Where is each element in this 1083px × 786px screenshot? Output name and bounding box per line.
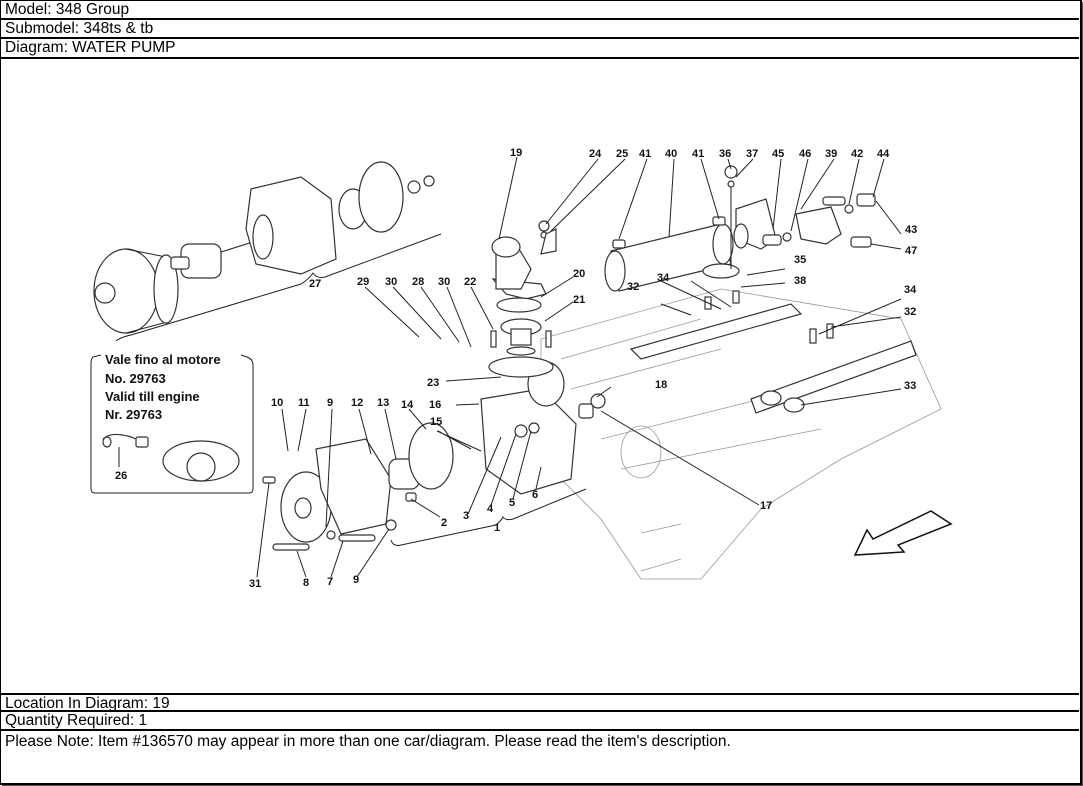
inset-note-line1: Vale fino al motore [105,352,221,367]
callout-11: 11 [298,397,310,409]
callout-9a: 9 [327,397,333,409]
callout-30a: 30 [385,276,397,288]
callout-15: 15 [430,416,442,428]
callout-6: 6 [532,489,538,501]
callout-14: 14 [401,399,414,411]
front-direction-arrow [853,510,953,556]
callout-39: 39 [825,148,837,160]
callout-27: 27 [309,278,321,290]
inset-note-line2: No. 29763 [105,371,166,386]
callout-labels: 19 24 25 41 40 41 36 37 45 46 39 42 44 4… [249,147,917,590]
callout-7: 7 [327,576,333,588]
callout-1: 1 [494,522,500,534]
inset-note-line3: Valid till engine [105,389,200,404]
quantity-row: Quantity Required: 1 [1,712,1079,731]
water-pump-exploded-view: 27 Vale fino al motore No. 29763 Valid t… [90,147,953,590]
callout-45: 45 [772,148,784,160]
location-row: Location In Diagram: 19 [1,693,1079,712]
callout-34a: 34 [657,272,670,284]
callout-47: 47 [905,245,917,257]
callout-21: 21 [573,294,585,306]
callout-36: 36 [719,148,731,160]
callout-16: 16 [429,399,441,411]
parts-diagram: 27 Vale fino al motore No. 29763 Valid t… [1,59,1079,693]
callout-31: 31 [249,578,261,590]
callout-8: 8 [303,577,309,589]
callout-24: 24 [589,148,602,160]
callout-5: 5 [509,497,515,509]
water-hose-and-manifold [604,165,876,292]
callout-25: 25 [616,148,628,160]
callout-26: 26 [115,470,127,482]
callout-37: 37 [746,148,758,160]
callout-18: 18 [655,379,667,391]
callout-9b: 9 [353,574,359,586]
callout-34b: 34 [904,284,917,296]
callout-33: 33 [904,380,916,392]
callout-35: 35 [794,254,806,266]
diagram-title-row: Diagram: WATER PUMP [1,39,1079,59]
callout-12: 12 [351,397,363,409]
callout-leaders [256,156,902,578]
callout-17: 17 [760,500,772,512]
callout-29: 29 [357,276,369,288]
callout-42: 42 [851,148,863,160]
note-row: Please Note: Item #136570 may appear in … [5,733,731,750]
callout-44: 44 [877,148,890,160]
callout-19: 19 [510,147,522,159]
callout-46: 46 [799,148,811,160]
callout-30b: 30 [438,276,450,288]
callout-10: 10 [271,397,283,409]
callout-40: 40 [665,148,677,160]
callout-41b: 41 [692,148,704,160]
callout-32a: 32 [627,281,639,293]
callout-41a: 41 [639,148,651,160]
inset-note-line4: Nr. 29763 [105,407,162,422]
callout-32b: 32 [904,306,916,318]
pump-assembly-27 [93,161,442,342]
model-row: Model: 348 Group [1,1,1079,20]
pump-assembly-1 [262,361,606,551]
callout-20: 20 [573,268,585,280]
callout-13: 13 [377,397,389,409]
callout-3: 3 [463,510,469,522]
callout-23: 23 [427,377,439,389]
callout-22: 22 [464,276,476,288]
submodel-row: Submodel: 348ts & tb [1,20,1079,39]
callout-43: 43 [905,224,917,236]
callout-4: 4 [487,503,494,515]
callout-28: 28 [412,276,424,288]
thermostat-housing [488,220,557,378]
exhaust-manifolds [629,290,917,414]
callout-38: 38 [794,275,806,287]
inset-note-box: Vale fino al motore No. 29763 Valid till… [90,352,254,494]
callout-2: 2 [441,517,447,529]
